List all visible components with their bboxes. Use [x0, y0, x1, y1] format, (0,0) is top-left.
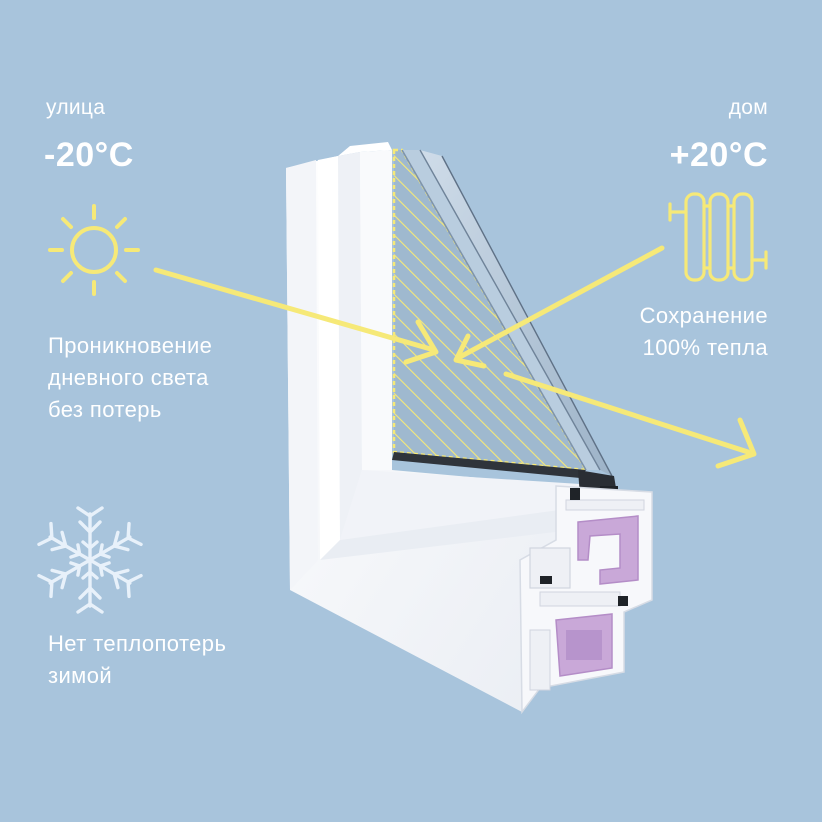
daylight-arrow — [153, 267, 757, 469]
radiator-icon — [668, 192, 768, 282]
inside-temperature: +20°C — [669, 136, 768, 174]
heat-feature-text: Сохранение 100% тепла — [639, 303, 768, 360]
winter-feature-text: Нет теплопотерь зимой — [48, 631, 227, 688]
daylight-feature-text: Проникновение дневного света без потерь — [48, 333, 213, 422]
glass-unit — [392, 148, 618, 506]
outside-label: улица — [46, 96, 106, 119]
inside-label: дом — [728, 96, 768, 119]
snowflake-icon — [37, 506, 143, 614]
profile-cross-section — [519, 485, 653, 715]
outside-temperature: -20°C — [44, 136, 134, 174]
heat-retention-arrow — [453, 245, 665, 369]
sun-icon — [48, 204, 140, 296]
